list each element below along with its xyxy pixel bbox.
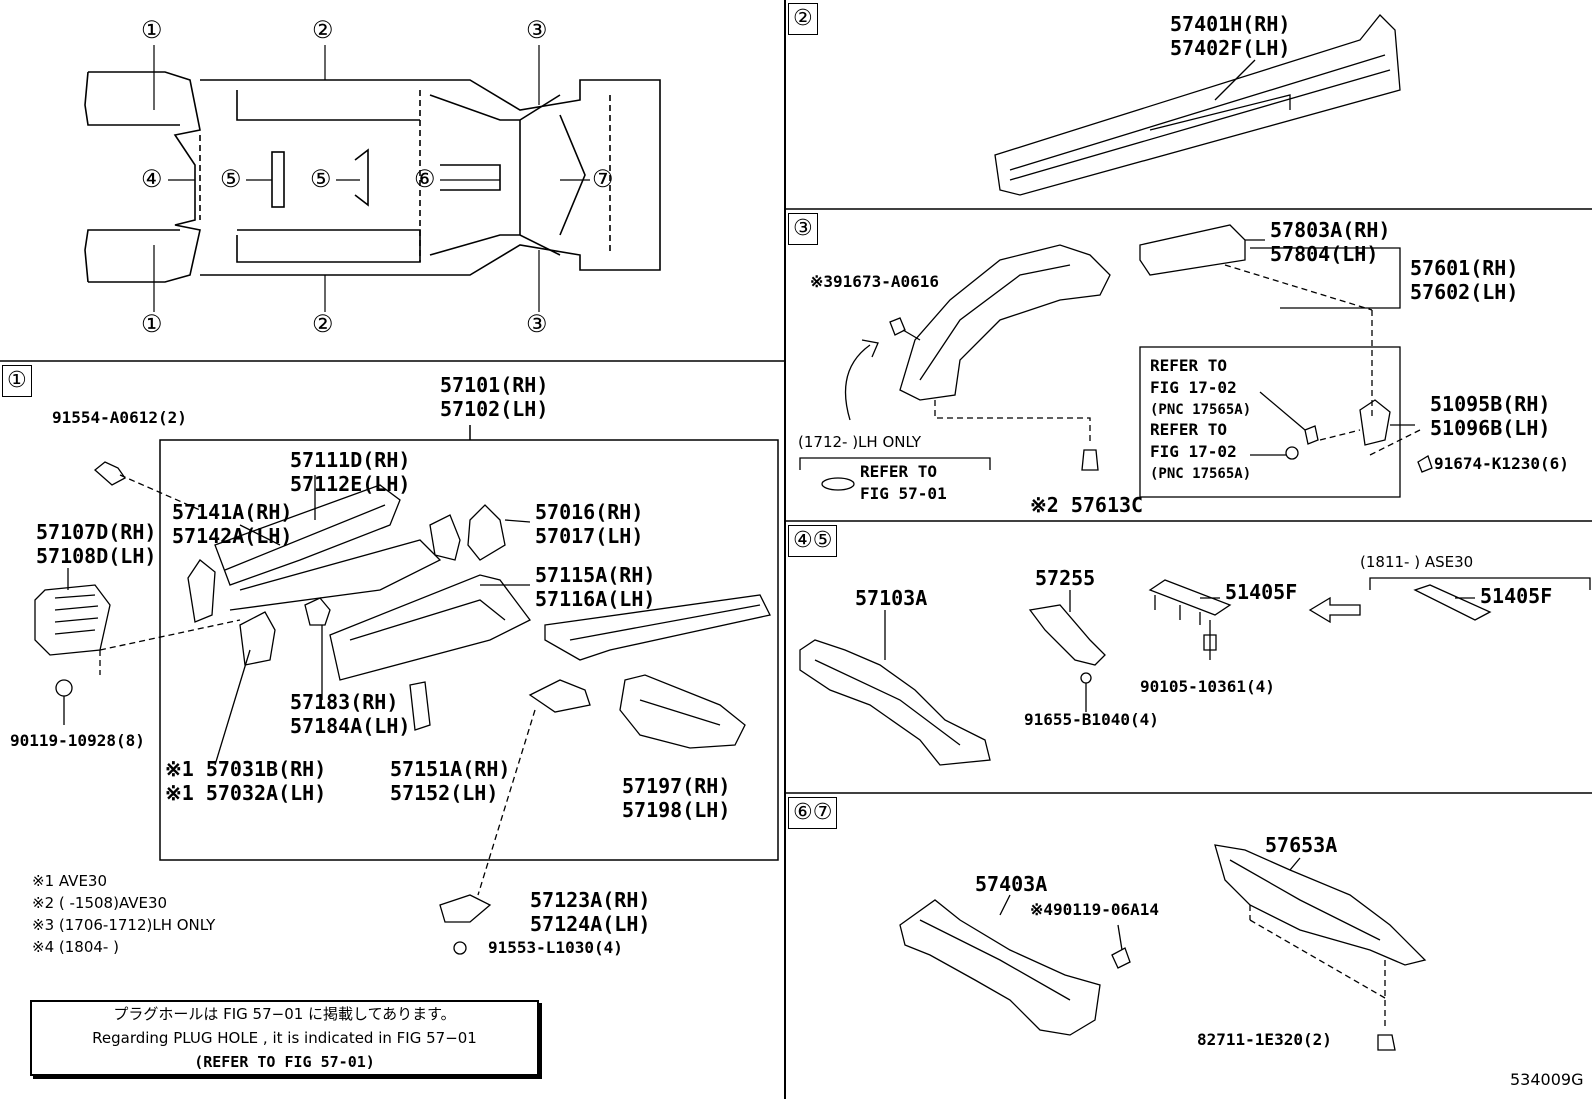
part-91674: 91674-K1230(6) xyxy=(1434,454,1569,473)
section-tag-2: ② xyxy=(788,3,818,35)
part-51095b: 51095B(RH) xyxy=(1430,392,1551,416)
part-57141a: 57141A(RH) xyxy=(172,500,293,524)
part-57103a: 57103A xyxy=(855,586,928,610)
part-57108d: 57108D(LH) xyxy=(36,544,157,568)
part-91553: 91553-L1030(4) xyxy=(488,938,623,957)
part-57401h: 57401H(RH) xyxy=(1170,12,1291,36)
part-490119: ※490119-06A14 xyxy=(1030,900,1159,919)
plug-hole-note: プラグホールは FIG 57−01 に掲載してあります。 Regarding P… xyxy=(30,1000,539,1076)
part-57142a: 57142A(LH) xyxy=(172,524,293,548)
part-57111d: 57111D(RH) xyxy=(290,448,411,472)
callout-7: ⑦ xyxy=(592,165,614,193)
note-line-jp: プラグホールは FIG 57−01 に掲載してあります。 xyxy=(113,1005,456,1023)
section1-parts xyxy=(34,461,771,955)
callout-3-top: ③ xyxy=(526,16,548,44)
refer-2-line1: REFER TO xyxy=(1150,420,1228,439)
part-57601: 57601(RH) xyxy=(1410,256,1519,280)
refer-1-line3: (PNC 17565A) xyxy=(1150,402,1252,418)
part-91554: 91554-A0612(2) xyxy=(52,408,187,427)
section-tag-67: ⑥⑦ xyxy=(788,797,838,829)
part-57031b: ※1 57031B(RH) xyxy=(165,757,327,781)
part-57198: 57198(LH) xyxy=(622,798,731,822)
part-57184a: 57184A(LH) xyxy=(290,714,411,738)
callout-5b: ⑤ xyxy=(310,165,332,193)
lh-only-note: (1712- )LH ONLY xyxy=(798,433,922,451)
part-57602: 57602(LH) xyxy=(1410,280,1519,304)
callout-1-top: ① xyxy=(141,16,163,44)
refer-2-line2: FIG 17-02 xyxy=(1150,442,1237,461)
section67-parts xyxy=(899,844,1427,1051)
section45-parts xyxy=(799,577,1591,766)
footnote-3: ※3 (1706-1712)LH ONLY xyxy=(32,916,216,934)
part-57402f: 57402F(LH) xyxy=(1170,36,1291,60)
part-57116a: 57116A(LH) xyxy=(535,587,656,611)
part-57112e: 57112E(LH) xyxy=(290,472,411,496)
part-57197: 57197(RH) xyxy=(622,774,731,798)
ase30-note: (1811- ) ASE30 xyxy=(1360,553,1474,571)
refer-1-line2: FIG 17-02 xyxy=(1150,378,1237,397)
section3-parts xyxy=(799,224,1433,498)
callout-2-top: ② xyxy=(312,16,334,44)
footnote-4: ※4 (1804- ) xyxy=(32,938,119,956)
part-57101: 57101(RH) xyxy=(440,373,549,397)
refer-1-line1: REFER TO xyxy=(1150,356,1228,375)
part-391673: ※391673-A0616 xyxy=(810,272,939,291)
footnote-2: ※2 ( -1508)AVE30 xyxy=(32,894,168,912)
underbody-overview xyxy=(84,71,661,283)
part-57403a: 57403A xyxy=(975,872,1048,896)
callout-4: ④ xyxy=(141,165,163,193)
part-82711: 82711-1E320(2) xyxy=(1197,1030,1332,1049)
part-51096b: 51096B(LH) xyxy=(1430,416,1551,440)
part-57183: 57183(RH) xyxy=(290,690,399,714)
part-90105: 90105-10361(4) xyxy=(1140,677,1275,696)
figure-id: 534009G xyxy=(1510,1070,1584,1089)
part-57151a: 57151A(RH) xyxy=(390,757,511,781)
section-tag-3: ③ xyxy=(788,213,818,245)
section-tag-45: ④⑤ xyxy=(788,525,838,557)
part-57115a: 57115A(RH) xyxy=(535,563,656,587)
part-57016: 57016(RH) xyxy=(535,500,644,524)
part-57152: 57152(LH) xyxy=(390,781,499,805)
note-line-en: Regarding PLUG HOLE , it is indicated in… xyxy=(92,1029,477,1047)
section2-part xyxy=(994,14,1401,196)
refer-3-line1: REFER TO xyxy=(860,462,938,481)
refer-2-line3: (PNC 17565A) xyxy=(1150,466,1252,482)
part-51405f-right: 51405F xyxy=(1480,584,1553,608)
part-57653a: 57653A xyxy=(1265,833,1338,857)
footnote-1: ※1 AVE30 xyxy=(32,872,108,890)
callout-5a: ⑤ xyxy=(220,165,242,193)
part-57613c: ※2 57613C xyxy=(1030,493,1144,517)
part-91655: 91655-B1040(4) xyxy=(1024,710,1159,729)
part-57123a: 57123A(RH) xyxy=(530,888,651,912)
callout-2-bottom: ② xyxy=(312,310,334,338)
section-tag-1: ① xyxy=(2,365,32,397)
overview-leaders xyxy=(153,45,590,312)
callout-6: ⑥ xyxy=(414,165,436,193)
part-57804: 57804(LH) xyxy=(1270,242,1379,266)
part-57107d: 57107D(RH) xyxy=(36,520,157,544)
note-line-refer: (REFER TO FIG 57-01) xyxy=(194,1053,375,1071)
part-57124a: 57124A(LH) xyxy=(530,912,651,936)
part-57102: 57102(LH) xyxy=(440,397,549,421)
part-57032a: ※1 57032A(LH) xyxy=(165,781,327,805)
refer-3-line2: FIG 57-01 xyxy=(860,484,947,503)
part-90119: 90119-10928(8) xyxy=(10,731,145,750)
callout-3-bottom: ③ xyxy=(526,310,548,338)
part-57803a: 57803A(RH) xyxy=(1270,218,1391,242)
part-57017: 57017(LH) xyxy=(535,524,644,548)
part-51405f-left: 51405F xyxy=(1225,580,1298,604)
callout-1-bottom: ① xyxy=(141,310,163,338)
part-57255: 57255 xyxy=(1035,566,1096,590)
